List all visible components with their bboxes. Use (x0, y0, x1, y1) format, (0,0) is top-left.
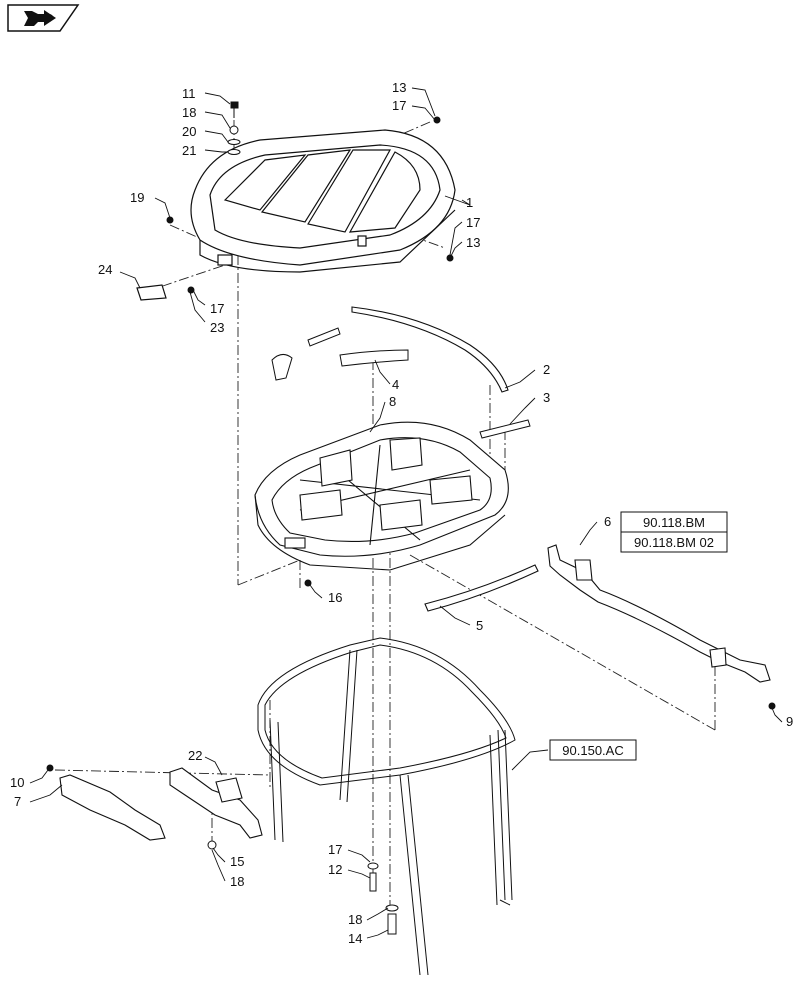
callout-13: 13 (466, 235, 480, 250)
callout-1: 1 (466, 195, 473, 210)
callout-18: 18 (230, 874, 244, 889)
ref-box-90-118-bm-02[interactable]: 90.118.BM 02 (620, 531, 728, 553)
callout-12: 12 (328, 862, 342, 877)
callout-8: 8 (389, 394, 396, 409)
roof-cover-part (190, 129, 456, 273)
callout-17: 17 (466, 215, 480, 230)
callout-17: 17 (328, 842, 342, 857)
back-arrow-icon[interactable] (7, 4, 80, 32)
small-seals-part (271, 327, 531, 439)
callout-24: 24 (98, 262, 112, 277)
callout-16: 16 (328, 590, 342, 605)
callout-22: 22 (188, 748, 202, 763)
visor-bracket-part (59, 774, 166, 841)
callout-10: 10 (10, 775, 24, 790)
callout-18: 18 (348, 912, 362, 927)
bracket-bar-part (547, 544, 771, 683)
callout-15: 15 (230, 854, 244, 869)
light-lens-part (136, 284, 167, 301)
callout-labels: 11 18 20 21 13 17 19 1 17 13 24 17 23 4 … (10, 80, 793, 946)
callout-14: 14 (348, 931, 362, 946)
mount-bracket-part (169, 767, 263, 839)
ref-label-90-118-bm-02: 90.118.BM 02 (634, 535, 714, 550)
callout-3: 3 (543, 390, 550, 405)
callout-6: 6 (604, 514, 611, 529)
ref-box-90-118-bm[interactable]: 90.118.BM (620, 511, 728, 533)
rear-seal-part (424, 564, 539, 612)
callout-2: 2 (543, 362, 550, 377)
roof-frame-part (254, 421, 509, 571)
callout-13: 13 (392, 80, 406, 95)
callout-17: 17 (392, 98, 406, 113)
seal-strip-part (351, 306, 509, 393)
callout-9: 9 (786, 714, 793, 729)
cab-frame-outline (257, 637, 516, 976)
callout-11: 11 (182, 86, 196, 101)
callout-4: 4 (392, 377, 399, 392)
callout-17: 17 (210, 301, 224, 316)
callout-19: 19 (130, 190, 144, 205)
callout-21: 21 (182, 143, 196, 158)
ref-label-90-150-ac: 90.150.AC (562, 743, 623, 758)
callout-20: 20 (182, 124, 196, 139)
callout-5: 5 (476, 618, 483, 633)
ref-label-90-118-bm: 90.118.BM (643, 515, 705, 530)
leader-lines (29, 87, 783, 939)
callout-18: 18 (182, 105, 196, 120)
callout-23: 23 (210, 320, 224, 335)
callout-7: 7 (14, 794, 21, 809)
ref-box-90-150-ac[interactable]: 90.150.AC (549, 739, 637, 761)
